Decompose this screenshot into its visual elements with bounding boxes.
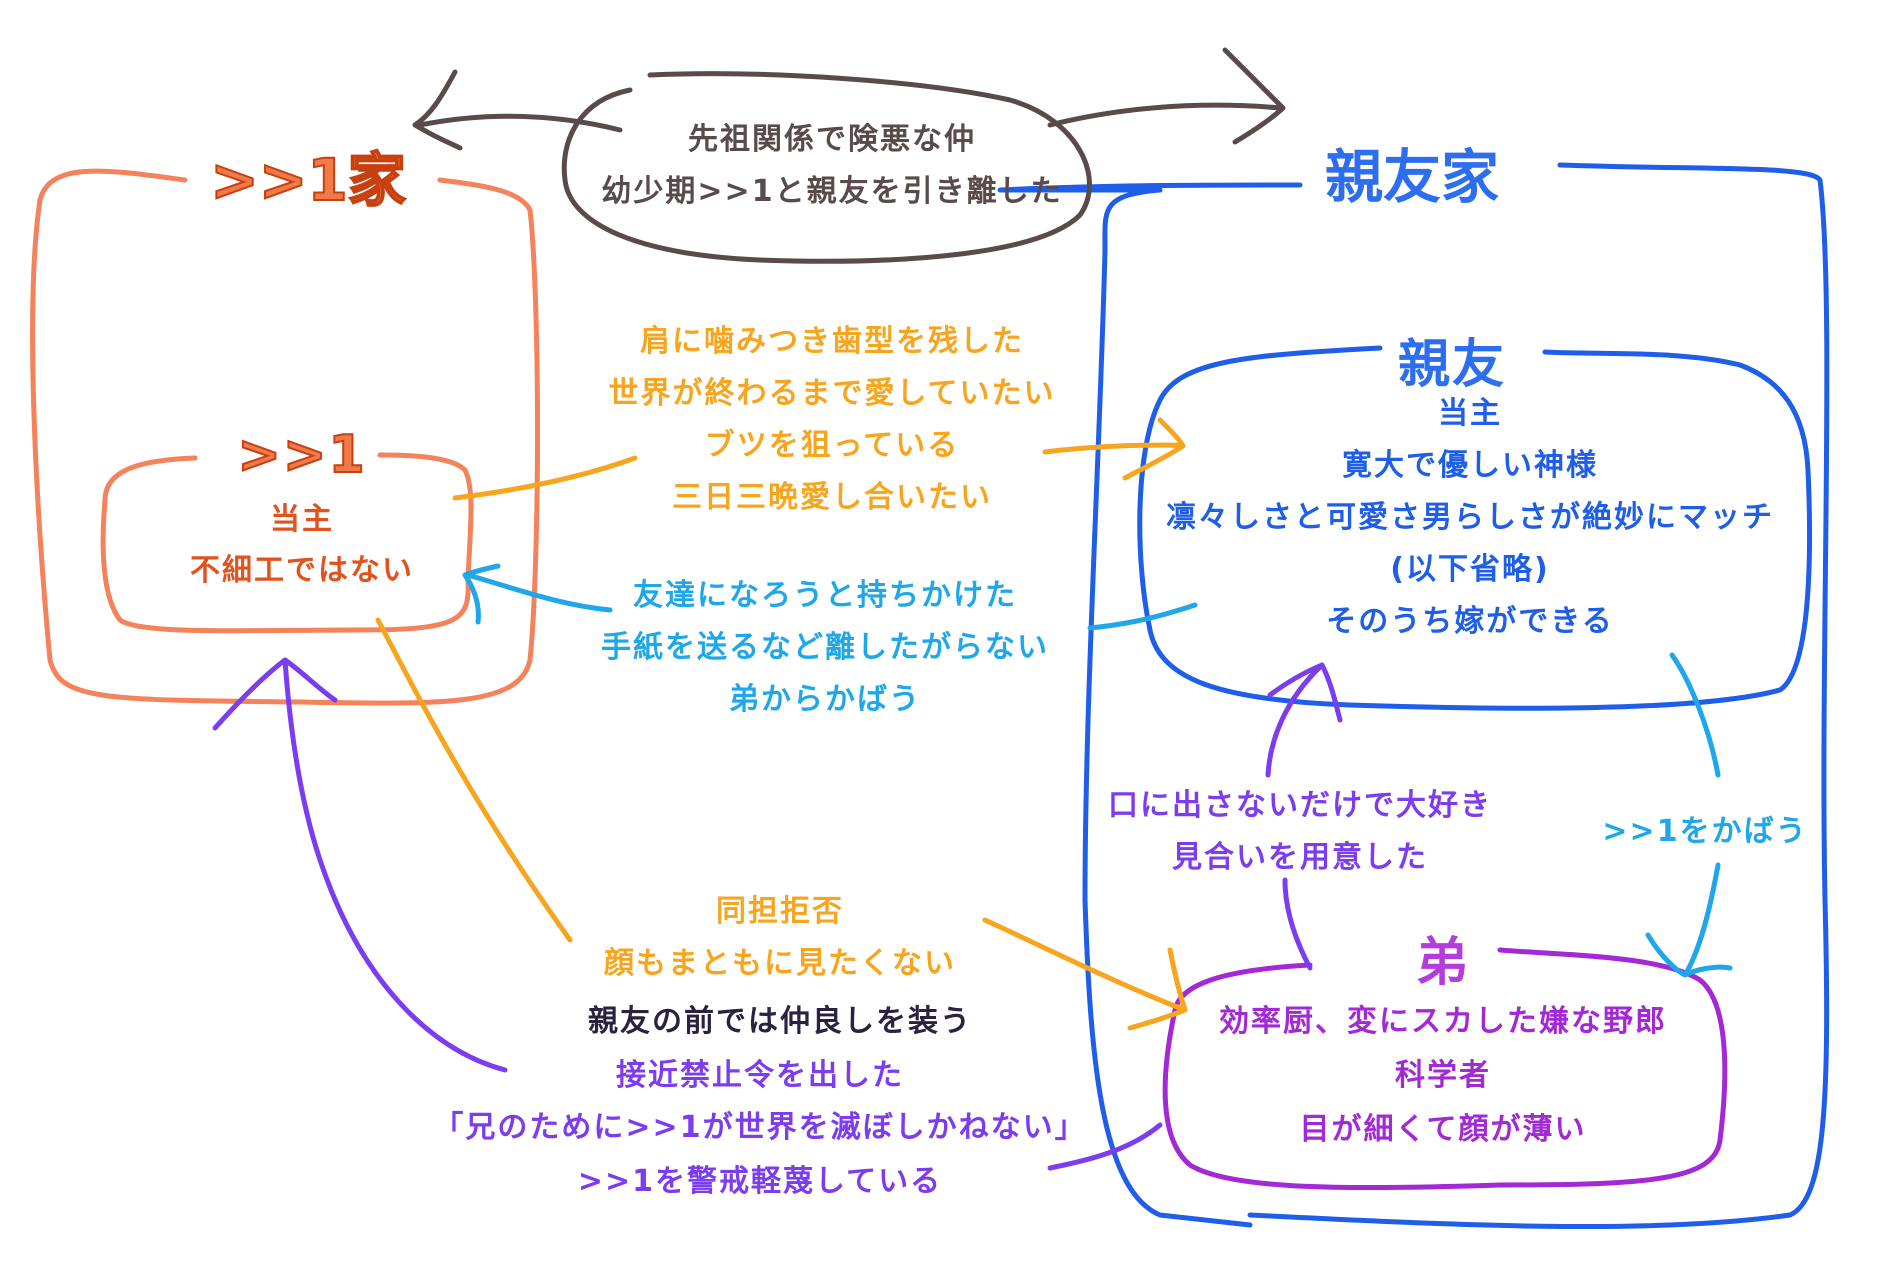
- node-brother-line-1: 効率厨、変にスカした嫌な野郎: [1219, 1004, 1667, 1039]
- node-friend-line-2: 寛大で優しい神様: [1342, 448, 1598, 483]
- family-right-title: 親友家: [1324, 143, 1500, 211]
- edge-one-friend-line-2: 世界が終わるまで愛していたい: [608, 376, 1056, 411]
- top-note-ellipse: [561, 71, 1092, 264]
- edge-friend-one-line-2: 手紙を送るなど離したがらない: [601, 630, 1049, 665]
- edge-friend-one-line-1: 友達になろうと持ちかけた: [633, 578, 1017, 613]
- edge-brother-one-line-3: >>1を警戒軽蔑している: [577, 1164, 943, 1199]
- edge-brother-one-dark: 親友の前では仲良しを装う: [588, 1004, 972, 1039]
- edge-one-friend-line-4: 三日三晩愛し合いたい: [672, 480, 992, 515]
- node-friend-line-3: 凛々しさと可愛さ男らしさが絶妙にマッチ: [1166, 500, 1774, 535]
- edge-brother-friend-line-2: 見合いを用意した: [1172, 840, 1428, 875]
- arrow-brother-to-friend: [1265, 662, 1343, 971]
- node-one-line-2: 不細工ではない: [190, 553, 414, 588]
- edge-brother-one-line-1: 接近禁止令を出した: [616, 1058, 904, 1093]
- node-brother-line-2: 科学者: [1395, 1058, 1491, 1093]
- node-friend-line-5: そのうち嫁ができる: [1326, 604, 1614, 639]
- arrow-top-left: [412, 69, 623, 151]
- node-brother-title: 弟: [1415, 933, 1471, 993]
- arrow-one-to-friend: [452, 417, 1186, 501]
- edge-one-friend-line-1: 肩に噛みつき歯型を残した: [640, 324, 1024, 359]
- node-box-friend: [1137, 345, 1813, 711]
- edge-one-brother-line-2: 顔もまともに見たくない: [604, 946, 956, 981]
- edge-friend-brother-line-1: >>1をかばう: [1602, 814, 1808, 849]
- top-note-line-1: 先祖関係で険悪な仲: [688, 122, 976, 157]
- node-friend-line-1: 当主: [1438, 396, 1502, 431]
- node-one-title: >>1: [236, 424, 367, 486]
- node-friend-line-4: (以下省略): [1390, 552, 1550, 587]
- arrow-friend-to-one: [462, 563, 1198, 631]
- node-box-brother: [1162, 947, 1728, 1191]
- node-brother-line-3: 目が細くて顔が薄い: [1299, 1112, 1587, 1147]
- node-one-line-1: 当主: [270, 502, 334, 537]
- edge-friend-one-line-3: 弟からかばう: [729, 682, 921, 717]
- node-box-one: [100, 452, 474, 634]
- edge-brother-friend-line-1: 口に出さないだけで大好き: [1108, 788, 1492, 823]
- top-note-line-2: 幼少期>>1と親友を引き離した: [601, 174, 1063, 209]
- arrow-one-to-brother: [375, 617, 1188, 1031]
- arrow-top-right: [1047, 47, 1286, 145]
- edge-brother-one-line-2: 「兄のために>>1が世界を滅ぼしかねない」: [433, 1110, 1087, 1145]
- family-left-title: >>1家: [209, 145, 407, 215]
- family-box-right: [997, 162, 1830, 1230]
- family-box-left: [30, 168, 540, 706]
- node-friend-title: 親友: [1397, 335, 1507, 395]
- edge-one-friend-line-3: ブツを狙っている: [704, 428, 960, 463]
- arrow-friend-to-brother: [1645, 652, 1733, 978]
- arrow-brother-to-one: [212, 657, 1163, 1171]
- edge-one-brother-line-1: 同担拒否: [716, 894, 844, 929]
